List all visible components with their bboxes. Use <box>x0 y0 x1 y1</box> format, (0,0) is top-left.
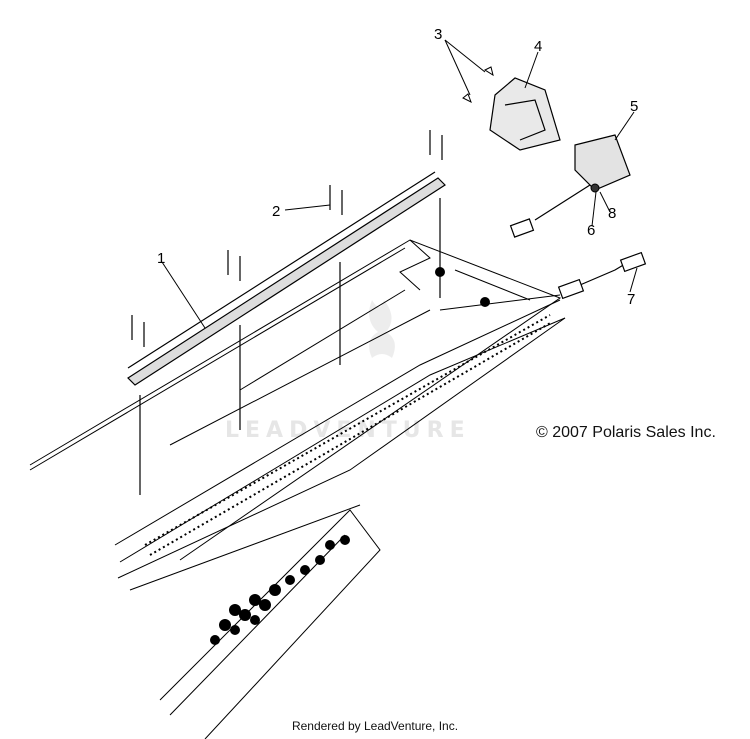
nut-part-8 <box>590 183 600 193</box>
taillight-lens-part-5 <box>574 134 631 191</box>
harness-part-6 <box>509 184 591 238</box>
tunnel-holes <box>210 267 490 645</box>
watermark: LEADVENTURE <box>225 300 471 443</box>
screws-part-3 <box>462 66 494 104</box>
footer-credit: Rendered by LeadVenture, Inc. <box>291 719 459 733</box>
rivets-part-2 <box>131 130 443 347</box>
callout-3: 3 <box>434 26 442 43</box>
copyright-notice: © 2007 Polaris Sales Inc. <box>536 424 716 441</box>
callout-6: 6 <box>587 222 595 239</box>
callout-2: 2 <box>272 203 280 220</box>
watermark-text: LEADVENTURE <box>225 418 471 443</box>
taillight-housing-part-4 <box>489 77 561 151</box>
callout-1: 1 <box>157 250 165 267</box>
callout-4: 4 <box>534 38 542 55</box>
tunnel-assembly <box>29 239 566 739</box>
callout-5: 5 <box>630 98 638 115</box>
callout-7: 7 <box>627 291 635 308</box>
callout-leaders <box>161 39 638 329</box>
rail-part-1 <box>127 171 446 495</box>
callout-8: 8 <box>608 205 616 222</box>
harness-part-7 <box>557 251 647 300</box>
